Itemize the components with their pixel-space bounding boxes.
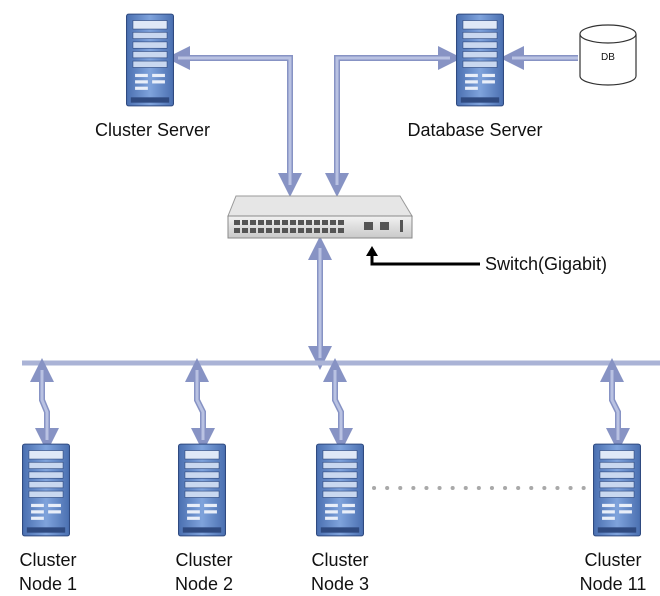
link-node-2 bbox=[185, 358, 215, 452]
node-3-label: Cluster Node 3 bbox=[292, 548, 388, 596]
db-label: DB bbox=[601, 52, 615, 63]
cluster-server-label: Cluster Server bbox=[94, 120, 211, 140]
gigabit-switch-icon bbox=[227, 195, 413, 239]
cluster-server-icon bbox=[125, 13, 175, 107]
node-2-line2: Node 2 bbox=[174, 574, 234, 594]
node-11-line1: Cluster bbox=[584, 550, 642, 570]
switch-pointer-arrow bbox=[366, 246, 480, 266]
node-3-line2: Node 3 bbox=[310, 574, 370, 594]
database-server-icon bbox=[455, 13, 505, 107]
link-node-11 bbox=[600, 358, 630, 452]
cluster-node-2-icon bbox=[177, 443, 227, 537]
link-node-1 bbox=[30, 358, 59, 452]
cluster-node-1-icon bbox=[21, 443, 71, 537]
cluster-node-3-icon bbox=[315, 443, 365, 537]
node-3-line1: Cluster bbox=[311, 550, 369, 570]
link-cluster-server-switch bbox=[166, 46, 302, 197]
link-database-server-switch bbox=[325, 46, 462, 197]
switch-label: Switch(Gigabit) bbox=[485, 254, 608, 274]
node-2-line1: Cluster bbox=[175, 550, 233, 570]
node-1-label: Cluster Node 1 bbox=[0, 548, 96, 596]
cluster-node-11-icon bbox=[592, 443, 642, 537]
link-node-3 bbox=[323, 358, 353, 452]
node-2-label: Cluster Node 2 bbox=[156, 548, 252, 596]
node-11-label: Cluster Node 11 bbox=[566, 548, 660, 596]
database-icon: DB bbox=[579, 24, 637, 86]
node-11-line2: Node 11 bbox=[579, 574, 647, 594]
node-1-line2: Node 1 bbox=[18, 574, 78, 594]
database-server-label: Database Server bbox=[407, 120, 543, 140]
node-1-line1: Cluster bbox=[19, 550, 77, 570]
